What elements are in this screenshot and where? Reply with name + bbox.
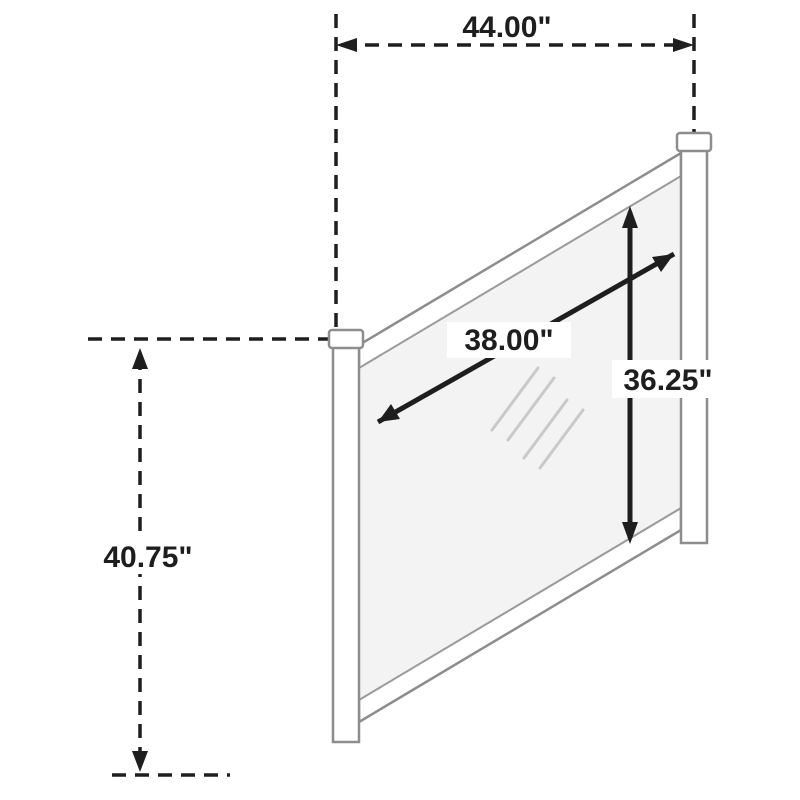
- dimension-left-height: 40.75": [94, 348, 204, 772]
- arrowhead-down-icon: [132, 751, 148, 772]
- dimension-top-width: 44.00": [336, 11, 694, 52]
- arrowhead-upper-right-icon: [652, 254, 674, 272]
- arrowhead-down-icon: [622, 522, 638, 544]
- glass-shine-icon: [490, 366, 585, 470]
- dimension-label-mirror-height: 36.25": [623, 364, 712, 397]
- dimension-mirror-height: 36.25": [612, 206, 730, 544]
- dimension-label-top-width: 44.00": [462, 11, 551, 44]
- mirror-illustration: [327, 131, 713, 744]
- label-background: [94, 532, 204, 574]
- dimension-mirror-width: 38.00": [376, 251, 676, 425]
- mirror-post-right: [679, 138, 709, 545]
- label-background: [612, 360, 730, 398]
- arrowhead-lower-left-icon: [378, 404, 400, 422]
- mirror-post-right-cap: [675, 131, 713, 153]
- mirror-post-left-cap: [327, 328, 365, 350]
- mirror-post-left: [331, 335, 361, 744]
- label-background: [447, 322, 571, 358]
- arrowhead-up-icon: [622, 206, 638, 228]
- dimension-label-mirror-width: 38.00": [464, 324, 553, 357]
- arrowhead-left-icon: [336, 38, 357, 52]
- dimension-label-left-height: 40.75": [103, 541, 192, 574]
- arrowhead-right-icon: [673, 38, 694, 52]
- arrowhead-up-icon: [132, 348, 148, 369]
